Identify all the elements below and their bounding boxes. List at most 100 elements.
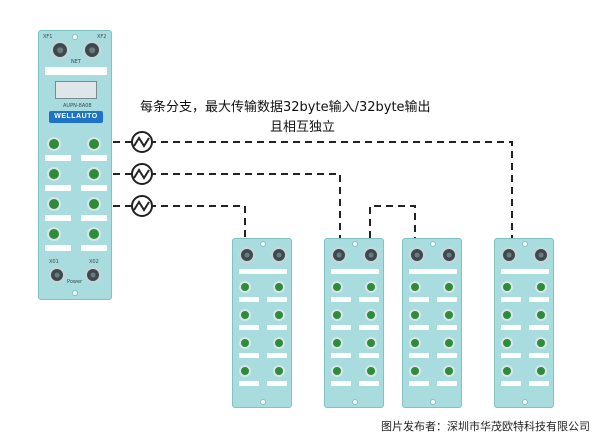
label-strip	[437, 297, 457, 302]
label-strip	[331, 381, 351, 386]
mount-hole-top	[430, 241, 436, 247]
label-strip	[45, 215, 71, 221]
label-strip	[267, 353, 287, 358]
bus-port-out	[271, 247, 287, 263]
io-port	[409, 337, 421, 349]
label-strip	[239, 353, 259, 358]
io-port	[443, 309, 455, 321]
mount-hole-top	[522, 241, 528, 247]
io-port	[535, 309, 547, 321]
io-module-4	[494, 238, 554, 408]
io-port	[87, 167, 101, 181]
label-strip	[529, 325, 549, 330]
mount-hole-bottom	[522, 399, 528, 405]
io-port	[47, 137, 61, 151]
io-port	[87, 227, 101, 241]
branch-line-1	[113, 141, 513, 238]
mount-hole-bottom	[260, 399, 266, 405]
daisy-chain-line	[369, 205, 416, 238]
io-port	[501, 365, 513, 377]
label-strip	[437, 381, 457, 386]
label-strip	[81, 185, 107, 191]
label-strip	[45, 185, 71, 191]
mount-hole-top	[260, 241, 266, 247]
mount-hole-top	[352, 241, 358, 247]
bus-port-in	[501, 247, 517, 263]
port-label-x02: X02	[89, 259, 99, 265]
label-strip	[501, 353, 521, 358]
label-strip	[501, 269, 549, 274]
network-port-1	[51, 41, 69, 59]
label-strip	[437, 353, 457, 358]
io-port	[443, 281, 455, 293]
io-port	[239, 309, 251, 321]
power-port-1	[49, 267, 65, 283]
io-port	[87, 137, 101, 151]
io-port	[501, 281, 513, 293]
label-strip	[45, 155, 71, 161]
label-strip	[331, 297, 351, 302]
label-strip	[81, 155, 107, 161]
label-strip	[239, 269, 287, 274]
branch-line-3	[113, 205, 246, 238]
label-strip	[45, 245, 71, 251]
io-port	[273, 337, 285, 349]
io-module-2	[324, 238, 384, 408]
branch-symbol-2	[131, 163, 153, 185]
port-label-xf1: XF1	[43, 34, 53, 40]
mount-hole-bottom	[430, 399, 436, 405]
label-strip	[359, 353, 379, 358]
io-port	[365, 309, 377, 321]
io-port	[443, 365, 455, 377]
label-strip	[409, 269, 457, 274]
label-strip	[501, 381, 521, 386]
io-port	[535, 281, 547, 293]
branch-symbol-1	[131, 131, 153, 153]
io-port	[365, 365, 377, 377]
label-strip	[359, 381, 379, 386]
label-strip	[239, 297, 259, 302]
master-coupler-module: XF1 XF2 NET AUPN-8A08 WELLAUTO X01 X02 P…	[38, 30, 112, 300]
io-port	[47, 167, 61, 181]
io-port	[409, 365, 421, 377]
bus-port-out	[363, 247, 379, 263]
io-port	[239, 281, 251, 293]
label-strip	[359, 297, 379, 302]
label-strip	[409, 297, 429, 302]
label-strip	[437, 325, 457, 330]
io-port	[273, 281, 285, 293]
label-strip	[409, 353, 429, 358]
label-strip	[529, 353, 549, 358]
label-strip	[331, 325, 351, 330]
label-strip	[267, 325, 287, 330]
network-port-2	[83, 41, 101, 59]
bus-port-in	[331, 247, 347, 263]
label-strip	[239, 381, 259, 386]
io-port	[501, 309, 513, 321]
io-port	[47, 227, 61, 241]
net-label: NET	[71, 59, 81, 65]
label-strip	[331, 269, 379, 274]
io-port	[239, 337, 251, 349]
caption-line-1: 每条分支，最大传输数据32byte输入/32byte输出	[140, 100, 431, 115]
branch-line-2	[113, 173, 341, 238]
io-port	[409, 281, 421, 293]
mount-hole-bottom	[352, 399, 358, 405]
io-port	[535, 365, 547, 377]
io-port	[331, 309, 343, 321]
io-port	[239, 365, 251, 377]
io-port	[47, 197, 61, 211]
label-strip	[409, 325, 429, 330]
label-strip	[267, 297, 287, 302]
wellauto-logo: WELLAUTO	[49, 111, 103, 123]
label-strip	[501, 297, 521, 302]
io-port	[331, 337, 343, 349]
port-label-xf2: XF2	[97, 34, 107, 40]
label-strip	[331, 353, 351, 358]
io-port	[331, 281, 343, 293]
mount-hole-bottom	[72, 290, 78, 296]
label-strip	[239, 325, 259, 330]
power-label: Power	[67, 279, 83, 285]
label-strip	[267, 381, 287, 386]
